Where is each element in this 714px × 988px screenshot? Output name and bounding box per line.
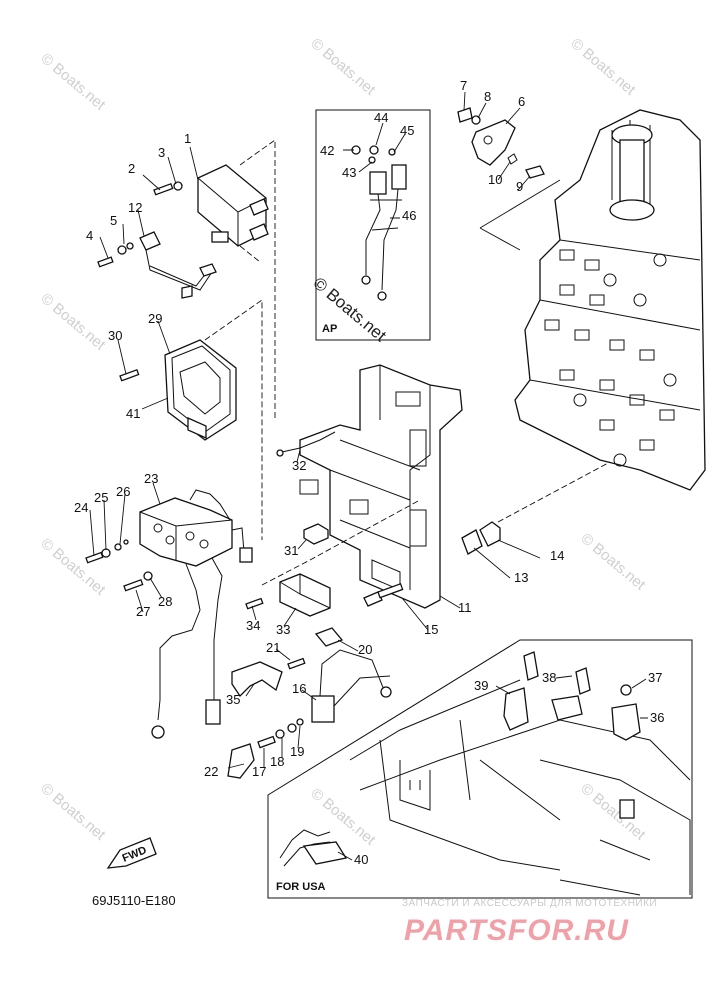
watermark: © Boats.net [567, 35, 639, 99]
leader-line [204, 299, 263, 540]
hose-40 [279, 829, 348, 867]
bracket-36 [611, 684, 641, 741]
callout-34: 34 [246, 618, 260, 633]
watermark: © Boats.net [307, 35, 379, 99]
callout-5: 5 [110, 213, 117, 228]
callout-23: 23 [144, 471, 158, 486]
watermark: © Boats.net [307, 785, 379, 849]
callout-41: 41 [126, 406, 140, 421]
bolt-15 [363, 582, 404, 607]
leader-line [479, 179, 561, 251]
usa-box-label: FOR USA [276, 881, 326, 893]
wire-32 [281, 431, 336, 453]
callout-6: 6 [518, 94, 525, 109]
leader-line [261, 499, 421, 586]
watermark: © Boats.net [37, 780, 109, 844]
callout-10: 10 [488, 172, 502, 187]
callout-leaders [89, 91, 648, 861]
ap-box [315, 109, 431, 341]
callout-25: 25 [94, 490, 108, 505]
watermark: © Boats.net [577, 530, 649, 594]
callout-2: 2 [128, 161, 135, 176]
diagram-code: 69J5110-E180 [92, 893, 176, 908]
screw-21 [287, 657, 306, 670]
engine-block [514, 109, 706, 491]
connector-31 [303, 523, 329, 545]
usa-box [267, 639, 693, 899]
callout-18: 18 [270, 754, 284, 769]
cdi-unit-1 [197, 164, 269, 247]
clamp-35 [231, 661, 283, 698]
callout-32: 32 [292, 458, 306, 473]
callout-11: 11 [458, 600, 472, 615]
callout-21: 21 [266, 640, 280, 655]
callout-9: 9 [516, 179, 523, 194]
callout-labels: 1 2 3 4 5 6 7 8 9 10 11 12 13 14 15 16 1… [74, 78, 664, 867]
callout-44: 44 [374, 110, 388, 125]
clamp-20 [314, 627, 344, 647]
callout-17: 17 [252, 764, 266, 779]
callout-38: 38 [542, 670, 556, 685]
electrical-bracket-11 [299, 364, 463, 609]
callout-39: 39 [474, 678, 488, 693]
callout-3: 3 [158, 145, 165, 160]
callout-4: 4 [86, 228, 93, 243]
callout-7: 7 [460, 78, 467, 93]
callout-22: 22 [204, 764, 218, 779]
lead-16 [311, 649, 392, 723]
partsfor-logo: ЗАПЧАСТИ И АКСЕССУАРЫ ДЛЯ МОТОТЕХНИКИ PA… [402, 898, 657, 947]
watermark: © Boats.net [37, 50, 109, 114]
callout-8: 8 [484, 89, 491, 104]
grommet-13-14 [461, 521, 501, 555]
fasteners-17-19 [227, 718, 304, 779]
rectifier-23 [139, 489, 253, 739]
callout-26: 26 [116, 484, 130, 499]
callout-14: 14 [550, 548, 564, 563]
callout-42: 42 [320, 143, 334, 158]
lead-wire-46 [351, 145, 407, 301]
callout-36: 36 [650, 710, 664, 725]
callout-31: 31 [284, 543, 298, 558]
callout-28: 28 [158, 594, 172, 609]
callout-30: 30 [108, 328, 122, 343]
callout-46: 46 [402, 208, 416, 223]
callout-20: 20 [358, 642, 372, 657]
callout-13: 13 [514, 570, 528, 585]
callout-33: 33 [276, 622, 290, 637]
callout-45: 45 [400, 123, 414, 138]
watermark: © Boats.net [37, 290, 109, 354]
callout-1: 1 [184, 131, 191, 146]
lower-cowling [349, 679, 691, 896]
clips-38-39 [503, 651, 591, 731]
unit-33 [245, 573, 331, 617]
watermark: © Boats.net [577, 780, 649, 844]
leader-line [497, 461, 611, 523]
bracket-12 [97, 231, 217, 299]
callout-19: 19 [290, 744, 304, 759]
callout-15: 15 [424, 622, 438, 637]
ap-box-label: AP [322, 323, 337, 335]
callout-27: 27 [136, 604, 150, 619]
callout-43: 43 [342, 165, 356, 180]
fwd-arrow-icon: FWD [106, 837, 157, 869]
brand-tagline: ЗАПЧАСТИ И АКСЕССУАРЫ ДЛЯ МОТОТЕХНИКИ [402, 898, 657, 909]
unit-29-41 [119, 339, 237, 441]
brand-name: PARTSFOR.RU [404, 914, 629, 947]
callout-35: 35 [226, 692, 240, 707]
leader-line [239, 139, 276, 420]
callout-40: 40 [354, 852, 368, 867]
bracket-assembly-6 [457, 107, 545, 179]
watermark: © Boats.net [37, 535, 109, 599]
callout-29: 29 [148, 311, 162, 326]
callout-12: 12 [128, 200, 142, 215]
callout-16: 16 [292, 681, 306, 696]
callout-24: 24 [74, 500, 88, 515]
callout-37: 37 [648, 670, 662, 685]
